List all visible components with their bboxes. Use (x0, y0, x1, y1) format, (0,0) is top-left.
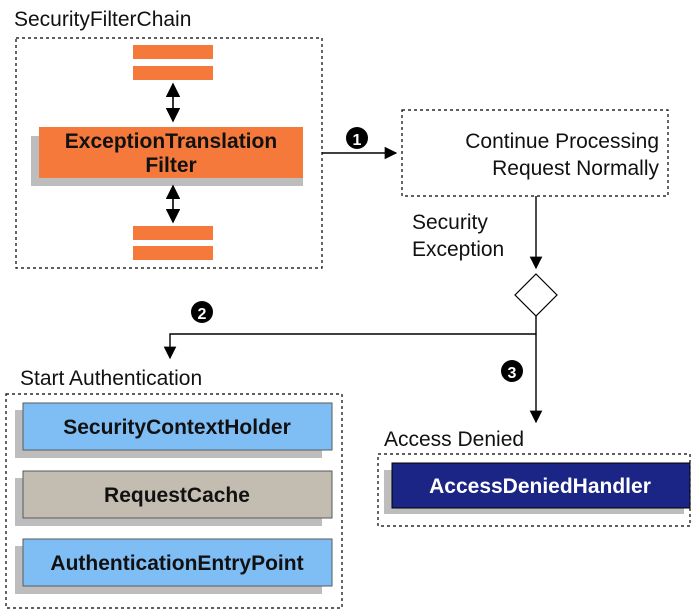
exception-filter-label-line1: ExceptionTranslation (65, 130, 277, 153)
request-cache-label: RequestCache (104, 484, 250, 507)
start-authentication-group (5, 393, 343, 609)
access-denied-title: Access Denied (384, 428, 524, 451)
exception-filter-label-line2: Filter (145, 154, 196, 177)
start-authentication-title: Start Authentication (20, 367, 202, 390)
continue-processing-box (401, 109, 669, 197)
security-context-holder-label: SecurityContextHolder (63, 416, 291, 439)
continue-label-line1: Continue Processing (465, 130, 659, 153)
filter-chain-title: SecurityFilterChain (14, 8, 191, 31)
step-3-badge (501, 360, 523, 382)
filter-bar (133, 45, 213, 59)
decision-diamond (514, 273, 558, 317)
access-denied-handler-label: AccessDeniedHandler (429, 475, 651, 498)
authentication-entry-point-label: AuthenticationEntryPoint (50, 552, 303, 575)
filter-bar (133, 66, 213, 80)
security-exception-label-line1: Security (412, 211, 488, 234)
step-3-number: 3 (508, 365, 517, 382)
authentication-entry-point-box (22, 538, 333, 587)
access-denied-handler-box (391, 462, 691, 509)
step-2-badge (191, 301, 213, 323)
step-1-number: 1 (353, 132, 362, 149)
security-context-holder-box (22, 402, 333, 451)
request-cache-box (22, 470, 333, 519)
step-1-badge (346, 127, 368, 149)
filter-bar (133, 226, 213, 240)
exception-translation-filter (39, 127, 303, 178)
security-exception-label-line2: Exception (412, 238, 504, 261)
step-2-number: 2 (198, 306, 207, 323)
filter-bar (133, 246, 213, 260)
continue-label-line2: Request Normally (492, 157, 659, 180)
start-auth-arrow (163, 316, 537, 360)
